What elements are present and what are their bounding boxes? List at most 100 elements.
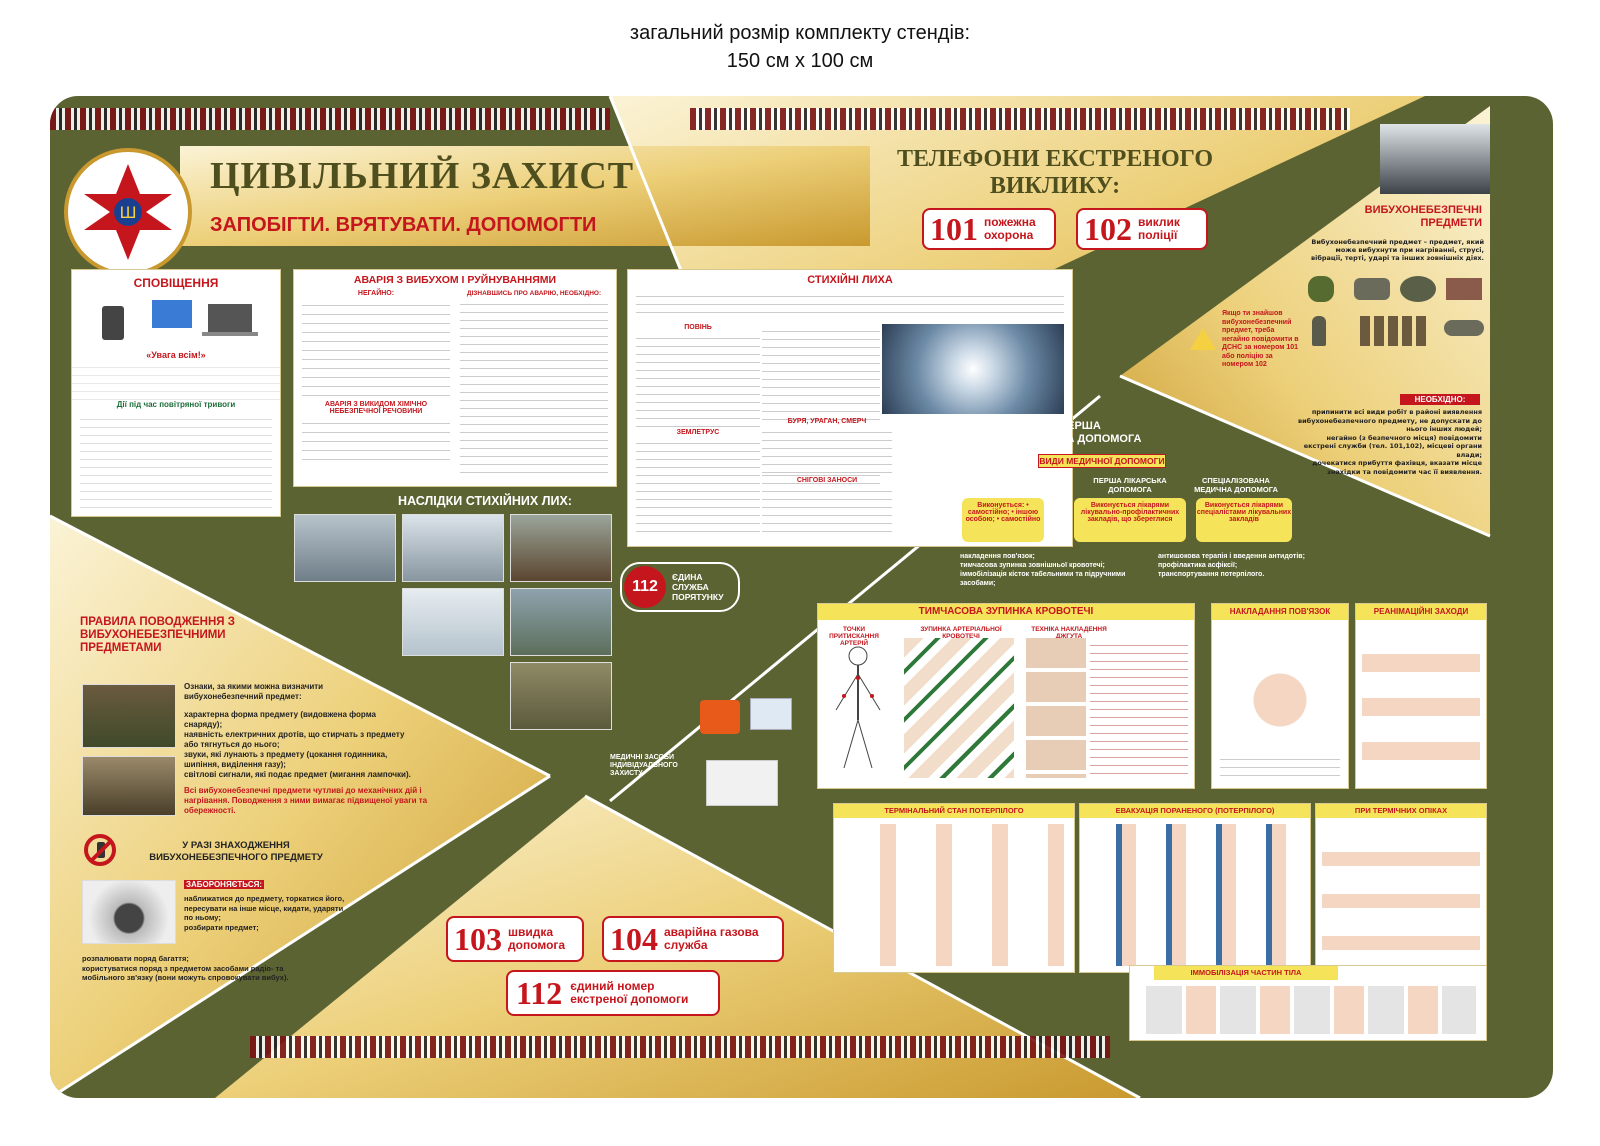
first-aid-kind-2: ПЕРША ЛІКАРСЬКА ДОПОМОГА bbox=[1093, 476, 1167, 494]
first-aid-kind-1: ПЕРША ДОПОМОГА bbox=[968, 476, 1044, 485]
bandages-text bbox=[1220, 752, 1340, 782]
ornament-top-right bbox=[690, 108, 1350, 130]
left-lower-triangle bbox=[50, 516, 550, 1098]
consequences-photo-3 bbox=[510, 514, 612, 582]
arterial-illustrations bbox=[904, 638, 1014, 778]
dsns-emblem-icon: Ш bbox=[84, 164, 172, 260]
grenade-icon bbox=[1308, 276, 1334, 302]
disasters-intro bbox=[636, 289, 1064, 319]
forbidden-list-top: наближатися до предмету, торкатися його,… bbox=[184, 894, 345, 932]
chemical-text bbox=[302, 415, 450, 465]
explosion-photo bbox=[1380, 124, 1490, 194]
consequences-photo-2 bbox=[402, 514, 504, 582]
first-aid-kind-2-by: Виконується лікарями лікувально-профілак… bbox=[1074, 498, 1186, 542]
first-aid-kind-3: СПЕЦІАЛІЗОВАНА МЕДИЧНА ДОПОМОГА bbox=[1194, 476, 1278, 494]
arterial-title: ЗУПИНКА АРТЕРІАЛЬНОЇ КРОВОТЕЧІ bbox=[920, 626, 1002, 640]
phone-101-number: 101 bbox=[930, 210, 978, 247]
burns-title: ПРИ ТЕРМІЧНИХ ОПІКАХ bbox=[1316, 804, 1486, 818]
package-icon bbox=[750, 698, 792, 730]
explosion-photo-small bbox=[82, 880, 176, 944]
svg-text:Ш: Ш bbox=[119, 203, 136, 222]
evacuation-panel: ЕВАКУАЦІЯ ПОРАНЕНОГО (ПОТЕРПІЛОГО) bbox=[1080, 804, 1310, 972]
shells-photo bbox=[82, 684, 176, 748]
bomb-photo bbox=[82, 756, 176, 816]
notification-panel: СПОВІЩЕННЯ «Увага всім!» Дії під час пов… bbox=[72, 270, 280, 516]
first-aid-kind-1-by: Виконується: • самостійно; • іншою особо… bbox=[962, 498, 1044, 542]
consequences-photo-4 bbox=[402, 588, 504, 656]
forbidden-list-bottom: розпалювати поряд багаття; користуватися… bbox=[82, 954, 289, 982]
bandages-illustrations bbox=[1220, 628, 1340, 748]
air-alarm-title: Дії під час повітряної тривоги bbox=[116, 400, 236, 409]
notification-text bbox=[72, 360, 280, 400]
tourniquet-title: ТЕХНІКА НАКЛАДЕННЯ ДЖГУТА bbox=[1031, 626, 1107, 640]
explosive-items-grid bbox=[1304, 272, 1488, 350]
first-aid-kind-3-by: Виконується лікарями спеціалістами лікув… bbox=[1196, 498, 1292, 542]
tourniquet-text bbox=[1090, 638, 1188, 778]
resuscitation-illustrations bbox=[1362, 628, 1480, 778]
single-rescue-service: 112 ЄДИНА СЛУЖБА ПОРЯТУНКУ bbox=[620, 562, 740, 612]
medkit-ai2-icon bbox=[706, 760, 778, 806]
emblem-badge: Ш bbox=[64, 148, 192, 276]
explosion-find-out-text bbox=[460, 297, 608, 475]
bleeding-title: ТИМЧАСОВА ЗУПИНКА КРОВОТЕЧІ bbox=[818, 604, 1194, 620]
aerial-bomb-icon bbox=[1444, 320, 1484, 336]
bandages-panel: НАКЛАДАННЯ ПОВ'ЯЗОК bbox=[1212, 604, 1348, 788]
storm-text bbox=[762, 425, 892, 475]
mine-icon bbox=[1354, 278, 1390, 300]
terminal-panel: ТЕРМІНАЛЬНИЙ СТАН ПОТЕРПІЛОГО bbox=[834, 804, 1074, 972]
ornament-bottom bbox=[250, 1036, 1110, 1058]
earthquake-title: ЗЕМЛЕТРУС bbox=[676, 429, 720, 436]
bleeding-panel: ТИМЧАСОВА ЗУПИНКА КРОВОТЕЧІ ТОЧКИ ПРИТИС… bbox=[818, 604, 1194, 788]
found-title: У РАЗІ ЗНАХОДЖЕННЯ ВИБУХОНЕБЕЗПЕЧНОГО ПР… bbox=[149, 840, 323, 863]
explosive-report: Якщо ти знайшов вибухонебезпечний предме… bbox=[1222, 310, 1299, 368]
flood-text bbox=[636, 331, 760, 427]
attention-label: «Увага всім!» bbox=[146, 350, 206, 360]
earthquake-text bbox=[636, 436, 760, 536]
consequences-photo-6 bbox=[510, 662, 612, 730]
evacuation-illustrations bbox=[1086, 824, 1304, 966]
explosion-title: АВАРІЯ З ВИБУХОМ І РУЙНУВАННЯМИ bbox=[353, 274, 557, 286]
burns-illustrations bbox=[1322, 824, 1480, 966]
civil-defense-board: Ш ЦИВІЛЬНИЙ ЗАХИСТ ЗАПОБІГТИ. ВРЯТУВАТИ.… bbox=[50, 96, 1553, 1098]
explosive-definition: Вибухонебезпечний предмет – предмет, яки… bbox=[1310, 238, 1484, 262]
phone-102-number: 102 bbox=[1084, 210, 1132, 247]
rules-warning: Всі вибухонебезпечні предмети чутливі до… bbox=[184, 786, 428, 815]
resuscitation-panel: РЕАНІМАЦІЙНІ ЗАХОДИ bbox=[1356, 604, 1486, 788]
rescue-service-label: ЄДИНА СЛУЖБА ПОРЯТУНКУ bbox=[672, 572, 724, 602]
forbidden-label: ЗАБОРОНЯЄТЬСЯ: bbox=[184, 880, 264, 889]
header-ribbon bbox=[180, 146, 870, 246]
phone-112-number: 112 bbox=[516, 974, 563, 1011]
body-figure-icon bbox=[835, 646, 881, 769]
measures-left: накладення пов'язок; тимчасова зупинка з… bbox=[960, 553, 1126, 587]
right-upper-triangle bbox=[1120, 106, 1490, 536]
consequences-photo-5 bbox=[510, 588, 612, 656]
ornament-top-left bbox=[50, 108, 610, 130]
first-aid-kit-icon bbox=[700, 700, 740, 734]
page-title: ЦИВІЛЬНИЙ ЗАХИСТ bbox=[210, 155, 635, 197]
notification-title: СПОВІЩЕННЯ bbox=[133, 276, 219, 290]
phone-103-number: 103 bbox=[454, 920, 502, 957]
necessary-list: припинити всі види робіт в районі виявле… bbox=[1298, 408, 1482, 476]
snow-text bbox=[762, 484, 892, 538]
rescue-112-number: 112 bbox=[624, 566, 666, 608]
necessary-label: НЕОБХІДНО: bbox=[1400, 394, 1480, 405]
tourniquet-photos bbox=[1026, 638, 1086, 778]
no-phone-icon bbox=[84, 834, 116, 866]
explosion-immediately-text bbox=[302, 297, 450, 397]
immobilization-illustrations bbox=[1146, 986, 1476, 1034]
medical-types-label: ВИДИ МЕДИЧНОЇ ДОПОМОГИ bbox=[1038, 454, 1166, 468]
explosion-panel: АВАРІЯ З ВИБУХОМ І РУЙНУВАННЯМИ НЕГАЙНО:… bbox=[294, 270, 616, 486]
chemical-title: АВАРІЯ З ВИКИДОМ ХІМІЧНО НЕБЕЗПЕЧНОЇ РЕЧ… bbox=[324, 401, 428, 415]
disasters-panel: СТИХІЙНІ ЛИХА ПОВІНЬ ЗЕМЛЕТРУС БУРЯ, УРА… bbox=[628, 270, 1072, 546]
